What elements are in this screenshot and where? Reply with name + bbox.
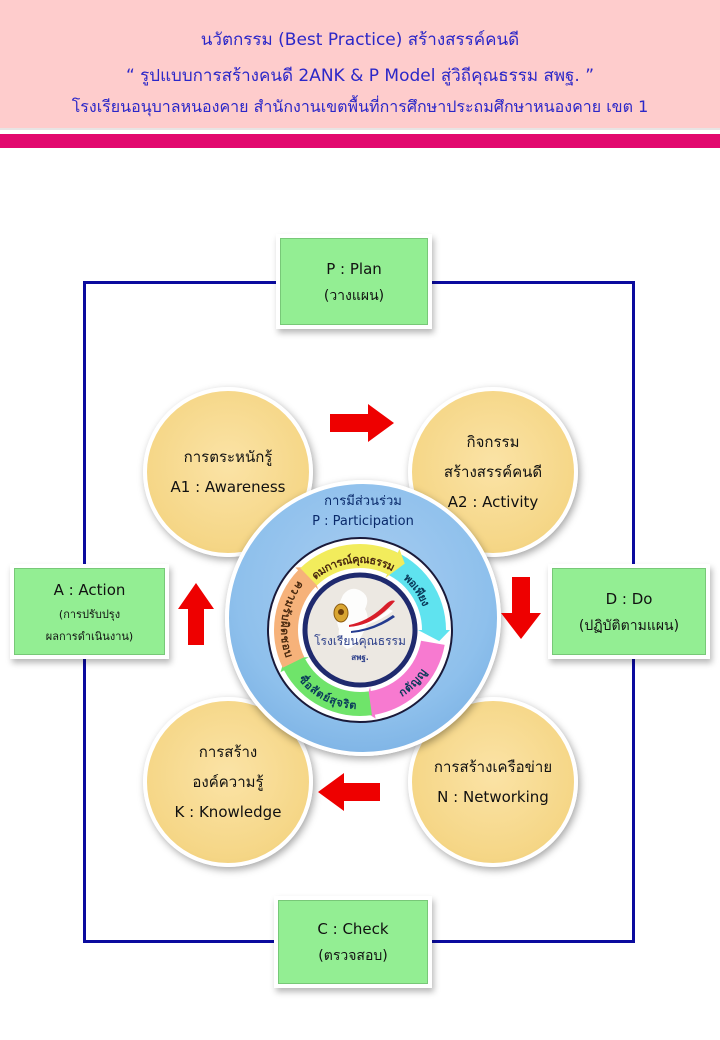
thailand-map-icon: [336, 588, 368, 649]
awareness-thai: การตระหนักรู้: [183, 448, 273, 466]
header-banner: นวัตกรรม (Best Practice) สร้างสรรค์คนดี …: [0, 0, 720, 130]
school-logo-sub: สพฐ.: [351, 653, 369, 663]
plan-title: P : Plan: [326, 259, 382, 278]
check-subtitle: (ตรวจสอบ): [318, 948, 388, 964]
virtue-ring: พอเพียงกตัญญูซื่อสัตย์สุจริตความรับผิดชอ…: [265, 535, 455, 725]
arrow-up-icon: [178, 583, 214, 645]
virtue-segment: [274, 566, 319, 668]
awareness-eng: A1 : Awareness: [170, 478, 286, 496]
arrow-down-icon: [501, 577, 541, 639]
check-box: C : Check (ตรวจสอบ): [278, 900, 428, 984]
thai-flag-ribbon-icon: [349, 600, 395, 633]
do-title: D : Do: [605, 589, 653, 608]
virtue-segment: [381, 549, 450, 642]
networking-eng: N : Networking: [437, 788, 549, 806]
networking-thai: การสร้างเครือข่าย: [433, 758, 553, 776]
virtue-segment: [300, 544, 405, 586]
plan-box: P : Plan (วางแผน): [280, 238, 428, 325]
accent-bar: [0, 134, 720, 148]
activity-eng: A2 : Activity: [447, 493, 539, 511]
arrow-right-icon: [330, 404, 394, 442]
activity-thai-1: กิจกรรม: [466, 433, 520, 451]
action-box: A : Action (การปรับปรุง ผลการดำเนินงาน): [14, 568, 165, 655]
header-model-name: “ รูปแบบการสร้างคนดี 2ANK & P Model สู่ว…: [125, 66, 595, 86]
header-school: โรงเรียนอนุบาลหนองคาย สำนักงานเขตพื้นที่…: [71, 97, 649, 116]
participation-thai: การมีส่วนร่วม: [324, 494, 402, 509]
do-box: D : Do (ปฏิบัติตามแผน): [552, 568, 706, 655]
knowledge-thai-2: องค์ความรู้: [192, 773, 264, 791]
virtue-segment: [362, 640, 445, 719]
header-title: นวัตกรรม (Best Practice) สร้างสรรค์คนดี: [200, 30, 520, 50]
do-subtitle: (ปฏิบัติตามแผน): [578, 617, 680, 634]
arrow-left-icon: [318, 773, 380, 811]
participation-eng: P : Participation: [312, 514, 414, 529]
knowledge-thai-1: การสร้าง: [198, 743, 258, 761]
virtue-ring-svg: พอเพียงกตัญญูซื่อสัตย์สุจริตความรับผิดชอ…: [265, 535, 453, 723]
action-subtitle-1: (การปรับปรุง: [58, 607, 121, 621]
school-logo-text: โรงเรียนคุณธรรม: [314, 634, 406, 649]
action-subtitle-2: ผลการดำเนินงาน): [45, 629, 134, 643]
virtue-segment: [280, 657, 372, 716]
check-title: C : Check: [317, 920, 389, 938]
activity-thai-2: สร้างสรรค์คนดี: [443, 463, 543, 481]
knowledge-eng: K : Knowledge: [174, 803, 282, 821]
plan-subtitle: (วางแผน): [323, 287, 385, 304]
networking-circle: การสร้างเครือข่าย N : Networking: [408, 697, 578, 867]
school-emblem-icon: [333, 603, 349, 623]
action-title: A : Action: [53, 580, 126, 599]
